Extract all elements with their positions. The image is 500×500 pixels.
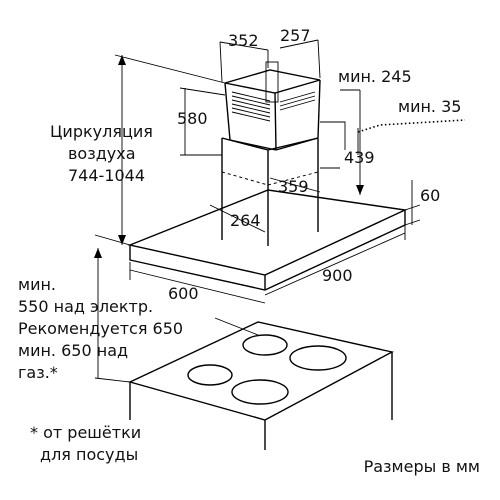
dim-base-264: 264 [230,211,261,230]
dim-chimney-439: 439 [344,148,375,167]
height-note-line5: газ.* [18,363,58,382]
vent-slats [231,91,316,122]
burner-front [231,379,289,405]
height-note-line3: Рекомендуется 650 [18,319,183,338]
height-note-line2: 550 над электр. [18,297,153,316]
footnote-line2: для посуды [40,445,138,464]
dim-width-900: 900 [322,266,353,285]
burner-left [187,364,233,386]
dimension-lines [94,39,466,383]
circulation-label-line1: Циркуляция [50,122,153,141]
burner-back [242,334,288,356]
circulation-label-line3: 744-1044 [68,166,145,185]
dim-thickness-60: 60 [420,186,440,205]
dim-min-245: мин. 245 [338,67,412,86]
height-note-line4: мин. 650 над [18,341,128,360]
dim-min-35: мин. 35 [398,97,461,116]
dim-top-width: 352 [228,31,259,50]
height-note-line1: мин. [18,275,56,294]
units-label: Размеры в мм [364,457,480,476]
footnote-line1: * от решётки [30,423,141,442]
dim-chimney-580: 580 [177,109,208,128]
upper-chimney [224,61,321,151]
circulation-label-line2: воздуха [68,144,136,163]
dim-base-359: 359 [278,177,309,196]
dim-top-depth: 257 [280,26,311,45]
cooktop [128,321,394,450]
dim-depth-600: 600 [168,284,199,303]
burner-right [289,345,347,371]
